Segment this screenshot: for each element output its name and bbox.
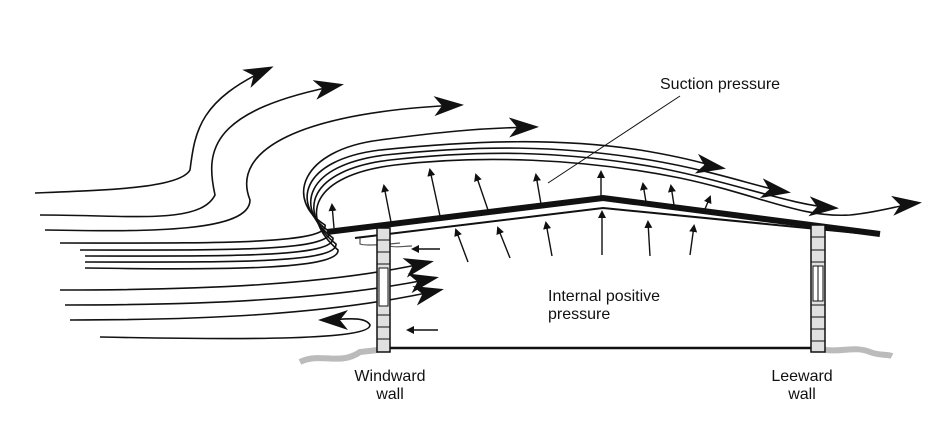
roof-suction-arrows	[328, 168, 712, 229]
internal-pressure-label: Internal positive pressure	[548, 288, 660, 324]
wind-streamlines	[34, 66, 922, 340]
windward-line1: Windward	[354, 368, 426, 385]
suction-leader-line	[547, 95, 681, 184]
leeward-wall-label: Leeward wall	[752, 368, 852, 404]
windward-wall-label: Windward wall	[335, 368, 445, 404]
internal-pressure-line2: pressure	[548, 306, 611, 323]
ceiling	[354, 206, 859, 239]
leeward-line2: wall	[788, 386, 816, 403]
building	[326, 194, 881, 353]
roof	[326, 194, 881, 237]
internal-pressure-line1: Internal positive	[548, 288, 661, 305]
windward-wall	[376, 227, 391, 353]
leeward-wall	[810, 224, 826, 353]
suction-pressure-label: Suction pressure	[660, 76, 781, 93]
windward-line2: wall	[376, 386, 404, 403]
internal-pressure-arrows	[406, 210, 698, 334]
ground	[298, 346, 894, 365]
leeward-line1: Leeward	[771, 368, 833, 385]
